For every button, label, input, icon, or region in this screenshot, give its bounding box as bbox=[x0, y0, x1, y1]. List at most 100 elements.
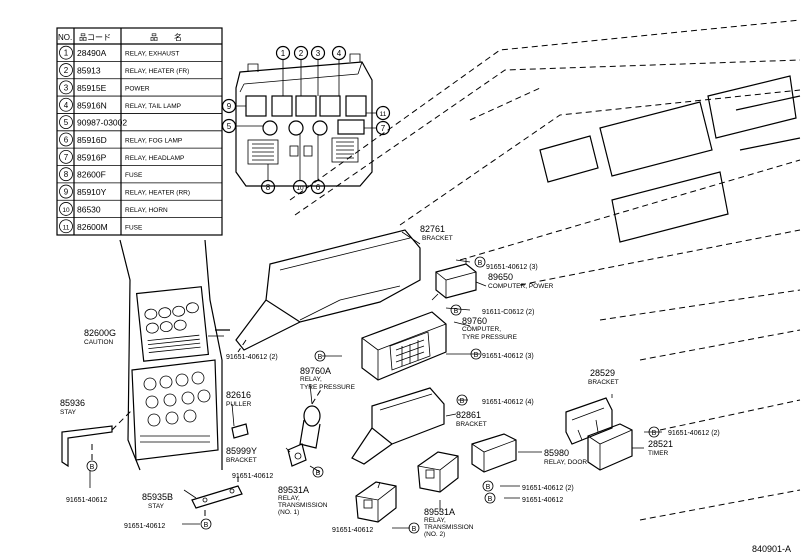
label-89760-desc2: TYRE PRESSURE bbox=[462, 334, 518, 341]
bolt-symbol-letter: B bbox=[90, 464, 95, 471]
leader-lines bbox=[89, 231, 662, 529]
table-row-name: RELAY, HEADLAMP bbox=[125, 155, 184, 162]
label-91651-3b: 91651-40612 (3) bbox=[482, 353, 534, 360]
table-row-code: 82600M bbox=[77, 222, 108, 232]
label-28529: 28529 bbox=[590, 368, 615, 378]
bolt-symbol-letter: B bbox=[318, 354, 323, 361]
callout-circle bbox=[310, 45, 326, 61]
stay-85935b bbox=[191, 472, 243, 520]
label-89531a-1-desc3: (NO. 1) bbox=[278, 509, 299, 516]
table-row-number-circle bbox=[59, 219, 73, 234]
table-row-number-circle bbox=[59, 132, 73, 147]
label-91611: 91611-C0612 (2) bbox=[482, 309, 534, 316]
table-row-number: 1 bbox=[64, 49, 69, 58]
callout-number: 11 bbox=[380, 111, 387, 118]
bolt-icon bbox=[482, 480, 494, 492]
callout-number: 8 bbox=[266, 183, 271, 192]
callout-circle bbox=[375, 105, 391, 121]
label-91651-4: 91651-40612 (4) bbox=[482, 399, 534, 406]
bolt-icon bbox=[408, 522, 420, 534]
label-91651-2a: 91651-40612 (2) bbox=[226, 354, 278, 361]
callout-number: 2 bbox=[299, 49, 304, 58]
table-header-no: NO. bbox=[58, 33, 72, 42]
bolt-symbol-letter: B bbox=[486, 484, 491, 491]
label-91651-2b: 91651-40612 (2) bbox=[668, 430, 720, 437]
callout-number: 6 bbox=[316, 183, 321, 192]
table-row-name: POWER bbox=[125, 85, 150, 92]
bolt-icon bbox=[470, 348, 482, 360]
fuse-block-and-pillar bbox=[119, 239, 230, 471]
body-panel-outline bbox=[289, 19, 801, 521]
label-89760-desc1: COMPUTER, bbox=[462, 326, 501, 333]
label-89650-desc: COMPUTER, POWER bbox=[488, 283, 554, 290]
table-row-name: RELAY, HEATER (FR) bbox=[125, 68, 189, 75]
callout-number: 4 bbox=[337, 49, 342, 58]
label-89760a-desc2: TYRE PRESSURE bbox=[300, 384, 356, 391]
label-82616: 82616 bbox=[226, 390, 251, 400]
table-row-name: RELAY, HEATER (RR) bbox=[125, 190, 190, 197]
table-row-number: 4 bbox=[64, 101, 69, 110]
table-row-number: 8 bbox=[64, 170, 69, 179]
table-row-code: 28490A bbox=[77, 48, 107, 58]
table-row-code: 85913 bbox=[77, 66, 101, 76]
bracket-85999y bbox=[287, 443, 307, 467]
bolt-icon bbox=[86, 460, 98, 472]
bolt-symbol-letter: B bbox=[474, 352, 479, 359]
bolt-icon bbox=[456, 394, 468, 406]
label-85936: 85936 bbox=[60, 398, 85, 408]
bolt-symbol-letter: B bbox=[454, 308, 459, 315]
table-row-number-circle bbox=[59, 80, 73, 95]
label-85935b: 85935B bbox=[142, 492, 173, 502]
callout-number: 9 bbox=[227, 102, 232, 111]
label-82761: 82761 bbox=[420, 224, 445, 234]
callout-circle bbox=[221, 118, 237, 134]
table-row-name: RELAY, TAIL LAMP bbox=[125, 103, 181, 110]
table-row-number: 11 bbox=[63, 224, 70, 231]
label-89760a-desc1: RELAY, bbox=[300, 376, 322, 383]
table-row-code: 85916D bbox=[77, 135, 107, 145]
callout-number: 7 bbox=[381, 124, 386, 133]
computer-power-89650 bbox=[431, 258, 477, 301]
bolt-icon bbox=[450, 304, 462, 316]
table-row-number: 3 bbox=[64, 83, 69, 92]
label-89760a: 89760A bbox=[300, 366, 331, 376]
bolt-symbol-letter: B bbox=[204, 522, 209, 529]
label-82616-desc: PULLER bbox=[226, 401, 252, 408]
table-row-code: 86530 bbox=[77, 204, 101, 214]
label-28521-desc: TIMER bbox=[648, 450, 669, 457]
label-82600g-desc: CAUTION bbox=[84, 339, 114, 346]
table-header-code: 品コード bbox=[79, 33, 111, 42]
table-row-number-circle bbox=[59, 63, 73, 77]
bolt-symbol-letter: B bbox=[652, 430, 657, 437]
table-row-number: 9 bbox=[64, 188, 69, 197]
table-row-number: 2 bbox=[64, 66, 69, 75]
table-header-name: 品 名 bbox=[150, 32, 182, 42]
label-85935b-desc: STAY bbox=[148, 503, 165, 510]
computer-tyre-pressure-89760 bbox=[361, 311, 447, 381]
table-row-number: 5 bbox=[64, 118, 69, 127]
bolt-icon bbox=[200, 518, 212, 530]
table-row-name: RELAY, HORN bbox=[125, 207, 168, 214]
bolt-symbol-letter: B bbox=[460, 398, 465, 405]
table-row-name: RELAY, EXHAUST bbox=[125, 51, 179, 58]
bolt-icon bbox=[648, 426, 660, 438]
table-row-number-circle bbox=[59, 149, 73, 164]
table-row-code: 85910Y bbox=[77, 187, 107, 197]
label-85980-desc: RELAY, DOOR bbox=[544, 459, 587, 466]
table-row-number-circle bbox=[59, 97, 73, 112]
label-89531a-1-desc2: TRANSMISSION bbox=[278, 502, 328, 509]
callout-number: 3 bbox=[316, 49, 321, 58]
table-row-code: 90987-03002 bbox=[77, 118, 127, 128]
label-89650: 89650 bbox=[488, 272, 513, 282]
label-85999y-desc: BRACKET bbox=[226, 457, 257, 464]
diagram-id: 840901-A bbox=[752, 544, 791, 554]
table-row-code: 85915E bbox=[77, 83, 107, 93]
relay-transmission-no1 bbox=[355, 481, 397, 523]
table-row-number-circle bbox=[59, 115, 73, 130]
table-row-number-circle bbox=[59, 45, 73, 60]
table-row-name: FUSE bbox=[125, 224, 143, 231]
puller-82616 bbox=[231, 423, 249, 439]
label-91651-3a: 91651-40612 (3) bbox=[486, 264, 538, 271]
